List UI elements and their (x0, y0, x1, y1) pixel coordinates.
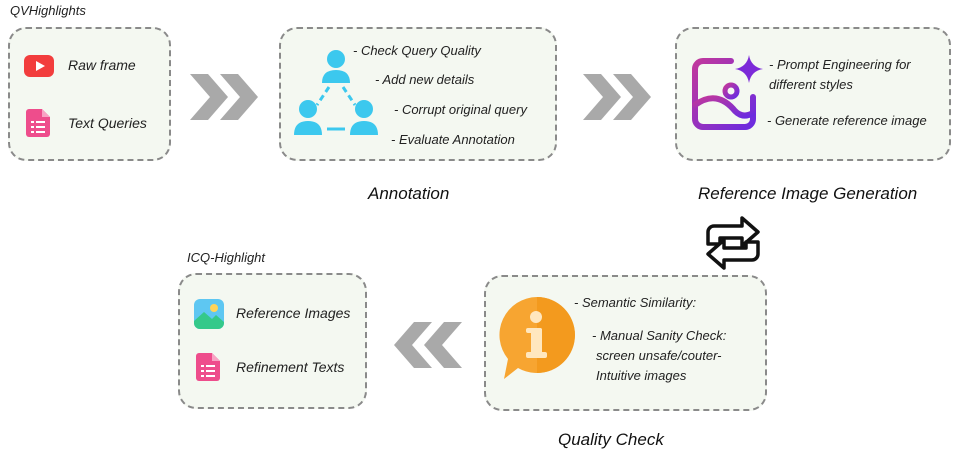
video-play-icon (24, 55, 54, 77)
double-chevron-right-icon (583, 74, 651, 120)
refgen-line-1b: different styles (769, 77, 853, 92)
quality-line-4: Intuitive images (596, 368, 687, 383)
icq-highlight-panel: Reference Images Refinement Texts (178, 273, 367, 409)
refinement-texts-label: Refinement Texts (236, 359, 345, 375)
refgen-line-2: - Generate reference image (767, 113, 927, 128)
document-icon (196, 353, 220, 381)
info-chat-icon (499, 297, 575, 379)
quality-line-3: screen unsafe/couter- (596, 348, 722, 363)
quality-line-1: - Semantic Similarity: (574, 295, 697, 310)
text-queries-label: Text Queries (68, 115, 147, 131)
people-network-icon (294, 50, 378, 135)
quality-caption: Quality Check (558, 430, 664, 449)
quality-line-2: - Manual Sanity Check: (592, 328, 727, 343)
annotation-step-2: - Add new details (375, 72, 475, 87)
annotation-step-3: - Corrupt original query (394, 102, 527, 117)
refgen-caption: Reference Image Generation (698, 184, 918, 203)
double-chevron-right-icon (190, 74, 258, 120)
double-chevron-left-icon (394, 322, 462, 368)
image-icon (194, 299, 224, 329)
annotation-caption: Annotation (368, 184, 450, 203)
reference-generation-panel: - Prompt Engineering for different style… (675, 27, 951, 161)
icq-title: ICQ-Highlight (187, 250, 266, 265)
qvhighlights-panel: Raw frame Text Queries (8, 27, 171, 161)
annotation-step-1: - Check Query Quality (353, 43, 481, 58)
ai-image-generation-icon (692, 55, 763, 130)
quality-check-panel: - Semantic Similarity: - Manual Sanity C… (484, 275, 767, 411)
refgen-line-1a: - Prompt Engineering for (769, 57, 911, 72)
raw-frame-label: Raw frame (68, 57, 136, 73)
refresh-cycle-icon (706, 216, 760, 270)
annotation-panel: - Check Query Quality - Add new details … (279, 27, 557, 161)
document-icon (26, 109, 50, 137)
qvhighlights-title: QVHighlights (10, 3, 86, 18)
reference-images-label: Reference Images (236, 305, 351, 321)
annotation-step-4: - Evaluate Annotation (391, 132, 515, 147)
